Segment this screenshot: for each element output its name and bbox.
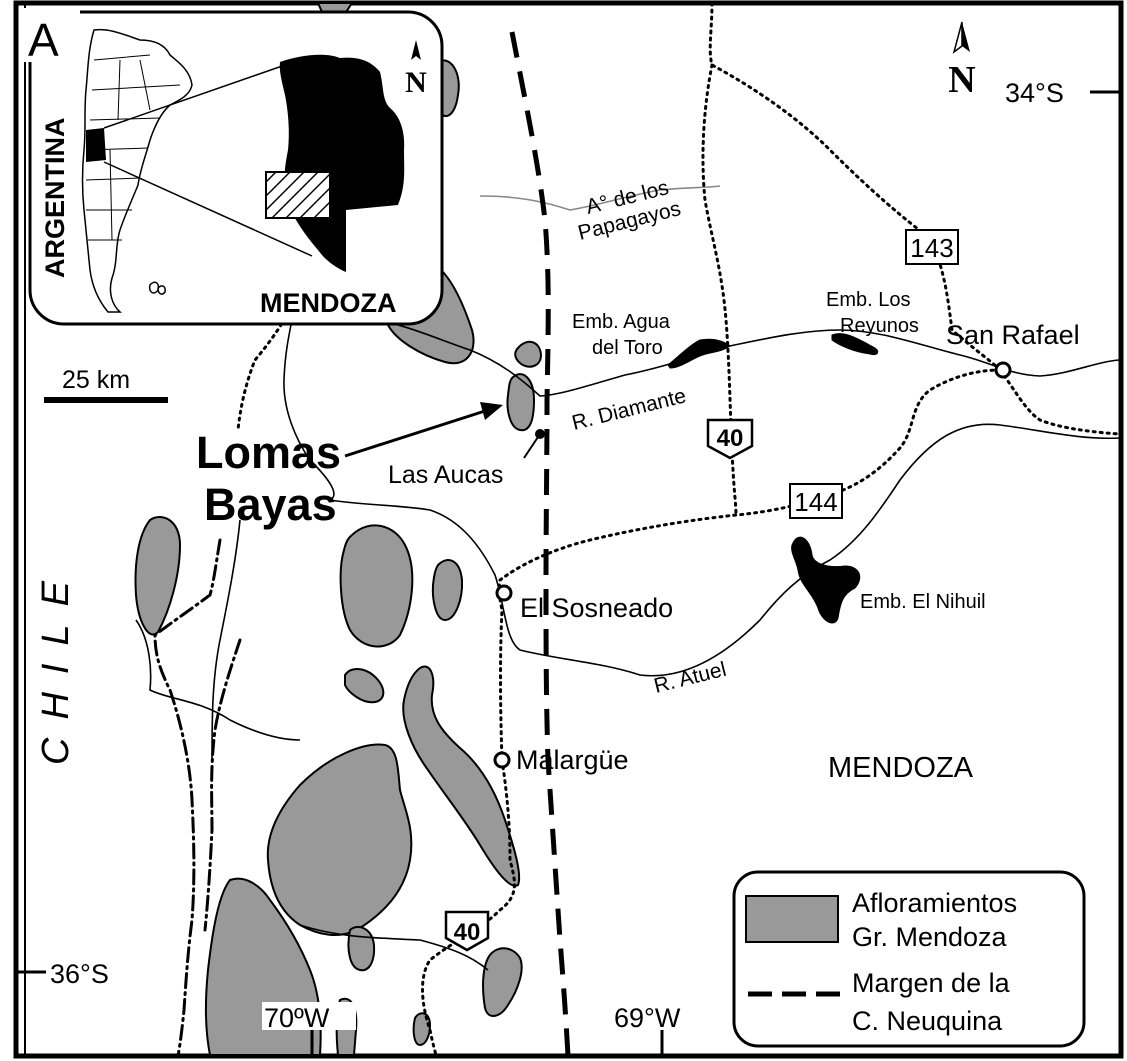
road-west-2 bbox=[153, 538, 222, 1058]
label-36s: 36°S bbox=[50, 959, 109, 989]
label-agua-del-toro-2: del Toro bbox=[592, 337, 663, 359]
rivers bbox=[135, 185, 1120, 971]
outcrop-central-small bbox=[431, 559, 464, 622]
pointer-arrow-line bbox=[344, 408, 489, 458]
outcrop-lomas-bayas bbox=[506, 373, 536, 432]
outcrop-pill bbox=[344, 668, 385, 704]
river-south-trib bbox=[299, 924, 489, 971]
road-east bbox=[998, 368, 1121, 436]
site-name-line1: Lomas bbox=[196, 427, 341, 478]
inset-study-area-hatch bbox=[265, 171, 331, 219]
outcrop-south-east bbox=[482, 947, 523, 1017]
outcrop-south-tiny bbox=[412, 1012, 432, 1047]
outcrop-banana bbox=[402, 665, 521, 887]
north-arrow-main: N bbox=[948, 21, 976, 101]
legend-margin-line2: C. Neuquina bbox=[852, 1006, 1003, 1036]
label-el-sosneado: El Sosneado bbox=[520, 593, 673, 623]
pointer-arrowhead bbox=[480, 402, 503, 420]
legend-outcrops-line1: Afloramientos bbox=[852, 888, 1017, 918]
route-label-143: 143 bbox=[910, 233, 953, 263]
inset-falklands bbox=[148, 281, 166, 295]
reservoirs bbox=[667, 333, 879, 624]
label-region-mendoza: MENDOZA bbox=[828, 752, 974, 784]
river-top-north bbox=[283, 299, 335, 501]
label-los-reyunos-2: Reyunos bbox=[840, 315, 919, 337]
label-70w-bg bbox=[262, 1002, 356, 1030]
inset-label-mendoza: MENDOZA bbox=[260, 288, 397, 318]
river-west-trib-2 bbox=[211, 519, 241, 761]
route-shield-144: 144 bbox=[789, 483, 843, 519]
inset-connector-bottom bbox=[103, 161, 313, 257]
inset-argentina-provinces bbox=[85, 54, 181, 241]
route-label-144: 144 bbox=[794, 487, 837, 517]
north-label-main: N bbox=[948, 59, 975, 101]
outcrop-south-small bbox=[347, 926, 376, 972]
legend-swatch-outcrops bbox=[745, 895, 839, 943]
route-shield-40-south: 40 bbox=[444, 910, 490, 952]
town-marker-san-rafael bbox=[994, 361, 1012, 379]
inset-locator: N ARGENTINA MENDOZA bbox=[28, 10, 444, 326]
reservoir-los-reyunos bbox=[831, 333, 879, 355]
inset-north-label: N bbox=[405, 66, 427, 99]
label-agua-del-toro-1: Emb. Agua bbox=[572, 311, 671, 333]
inset-north-arrow bbox=[411, 40, 421, 60]
river-west-trib-1 bbox=[135, 619, 301, 741]
panel-letter: A bbox=[28, 14, 59, 66]
basin-margin-dashed bbox=[509, 31, 571, 1057]
label-las-aucas: Las Aucas bbox=[388, 461, 503, 489]
legend: Afloramientos Gr. Mendoza Margen de la C… bbox=[732, 870, 1086, 1048]
outcrop-south-large bbox=[266, 743, 413, 936]
label-69w: 69°W bbox=[614, 1003, 681, 1033]
road-north-south bbox=[701, 63, 738, 517]
river-atuel bbox=[329, 423, 1120, 677]
label-los-reyunos-1: Emb. Los bbox=[826, 289, 910, 311]
scale-bar-label: 25 km bbox=[62, 366, 130, 394]
inset-label-argentina: ARGENTINA bbox=[40, 118, 70, 279]
label-san-rafael: San Rafael bbox=[946, 320, 1080, 350]
legend-margin-line1: Margen de la bbox=[852, 968, 1011, 998]
label-70w: 70ºW bbox=[264, 1003, 330, 1033]
outcrop-west-elongate bbox=[134, 516, 182, 636]
las-aucas-leader bbox=[523, 433, 541, 459]
label-34s: 34°S bbox=[1005, 78, 1064, 108]
route-label-40-south: 40 bbox=[454, 919, 481, 946]
reservoir-el-nihuil bbox=[791, 536, 861, 624]
legend-outcrops-line2: Gr. Mendoza bbox=[852, 922, 1008, 952]
inset-mendoza-highlight bbox=[86, 128, 106, 162]
town-marker-malargue bbox=[493, 751, 511, 769]
label-country-chile: CHILE bbox=[35, 563, 77, 765]
label-malargue: Malargüe bbox=[516, 745, 629, 775]
panel-letter-bg bbox=[22, 8, 80, 62]
outcrops bbox=[134, 1, 543, 1056]
inset-connector-top bbox=[103, 63, 289, 129]
route-shield-40-north: 40 bbox=[706, 418, 754, 460]
outcrop-central-large bbox=[339, 524, 414, 648]
route-label-40-north: 40 bbox=[717, 425, 744, 452]
inset-study-area bbox=[265, 171, 331, 219]
town-marker-el-sosneado bbox=[495, 584, 513, 602]
inset-argentina-outline bbox=[81, 28, 193, 313]
river-papagayos bbox=[479, 185, 721, 211]
route-shield-143: 143 bbox=[905, 229, 959, 265]
road-west-3 bbox=[203, 638, 242, 932]
label-el-nihuil: Emb. El Nihuil bbox=[860, 591, 986, 613]
outcrop-small-round bbox=[514, 340, 543, 368]
site-name-line2: Bayas bbox=[204, 479, 337, 530]
